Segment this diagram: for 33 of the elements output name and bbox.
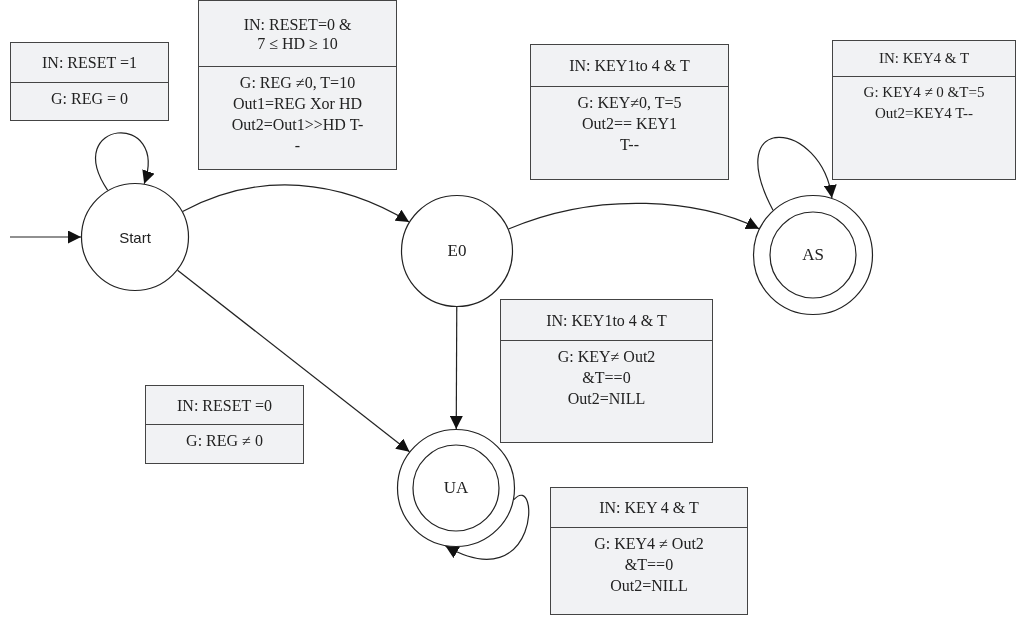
state-label: AS xyxy=(802,245,824,265)
input-condition-text: IN: KEY 4 & T xyxy=(598,498,700,517)
guard-action-text: G: KEY4 ≠ Out2 &T==0 Out2=NILL xyxy=(593,534,705,596)
guard-condition-box xyxy=(145,385,304,464)
input-condition-text: IN: RESET =0 xyxy=(176,395,273,415)
input-condition-text: IN: KEY4 & T xyxy=(877,49,971,68)
transition-arrow xyxy=(449,306,463,430)
guard-action-text: G: KEY≠ Out2 &T==0 Out2=NILL xyxy=(556,347,657,409)
guard-action-text: G: REG ≠ 0 xyxy=(185,431,264,451)
guard-condition-box xyxy=(198,0,397,170)
guard-action-text: G: REG ≠0, T=10 Out1=REG Xor HD Out2=Out1>>HD T-- xyxy=(230,73,365,156)
guard-action-text: G: KEY4 ≠ 0 &T=5 Out2=KEY4 T-- xyxy=(862,83,986,123)
guard-condition-box xyxy=(530,44,729,180)
guard-action-text: G: REG = 0 xyxy=(50,89,129,109)
self-loop-arrow xyxy=(757,136,836,211)
guard-condition-box xyxy=(500,299,713,443)
state-label: E0 xyxy=(447,241,467,261)
input-condition-text: IN: RESET =1 xyxy=(41,53,138,72)
transition-arrow xyxy=(9,230,82,244)
transition-arrow xyxy=(507,202,760,230)
input-condition-text: IN: RESET=0 & 7 ≤ HD ≥ 10 xyxy=(242,14,353,53)
state-label: UA xyxy=(443,478,469,498)
input-condition-text: IN: KEY1to 4 & T xyxy=(568,56,691,75)
guard-action-text: G: KEY≠0, T=5 Out2== KEY1 T-- xyxy=(576,93,683,155)
guard-condition-box xyxy=(832,40,1016,180)
transition-arrow xyxy=(182,184,410,223)
self-loop-arrow xyxy=(444,494,530,560)
state-label: Start xyxy=(119,228,151,246)
input-condition-text: IN: KEY1to 4 & T xyxy=(545,310,668,330)
self-loop-arrow xyxy=(95,132,154,191)
transition-arrow xyxy=(176,269,411,453)
guard-condition-box xyxy=(550,487,748,615)
guard-condition-box xyxy=(10,42,169,121)
